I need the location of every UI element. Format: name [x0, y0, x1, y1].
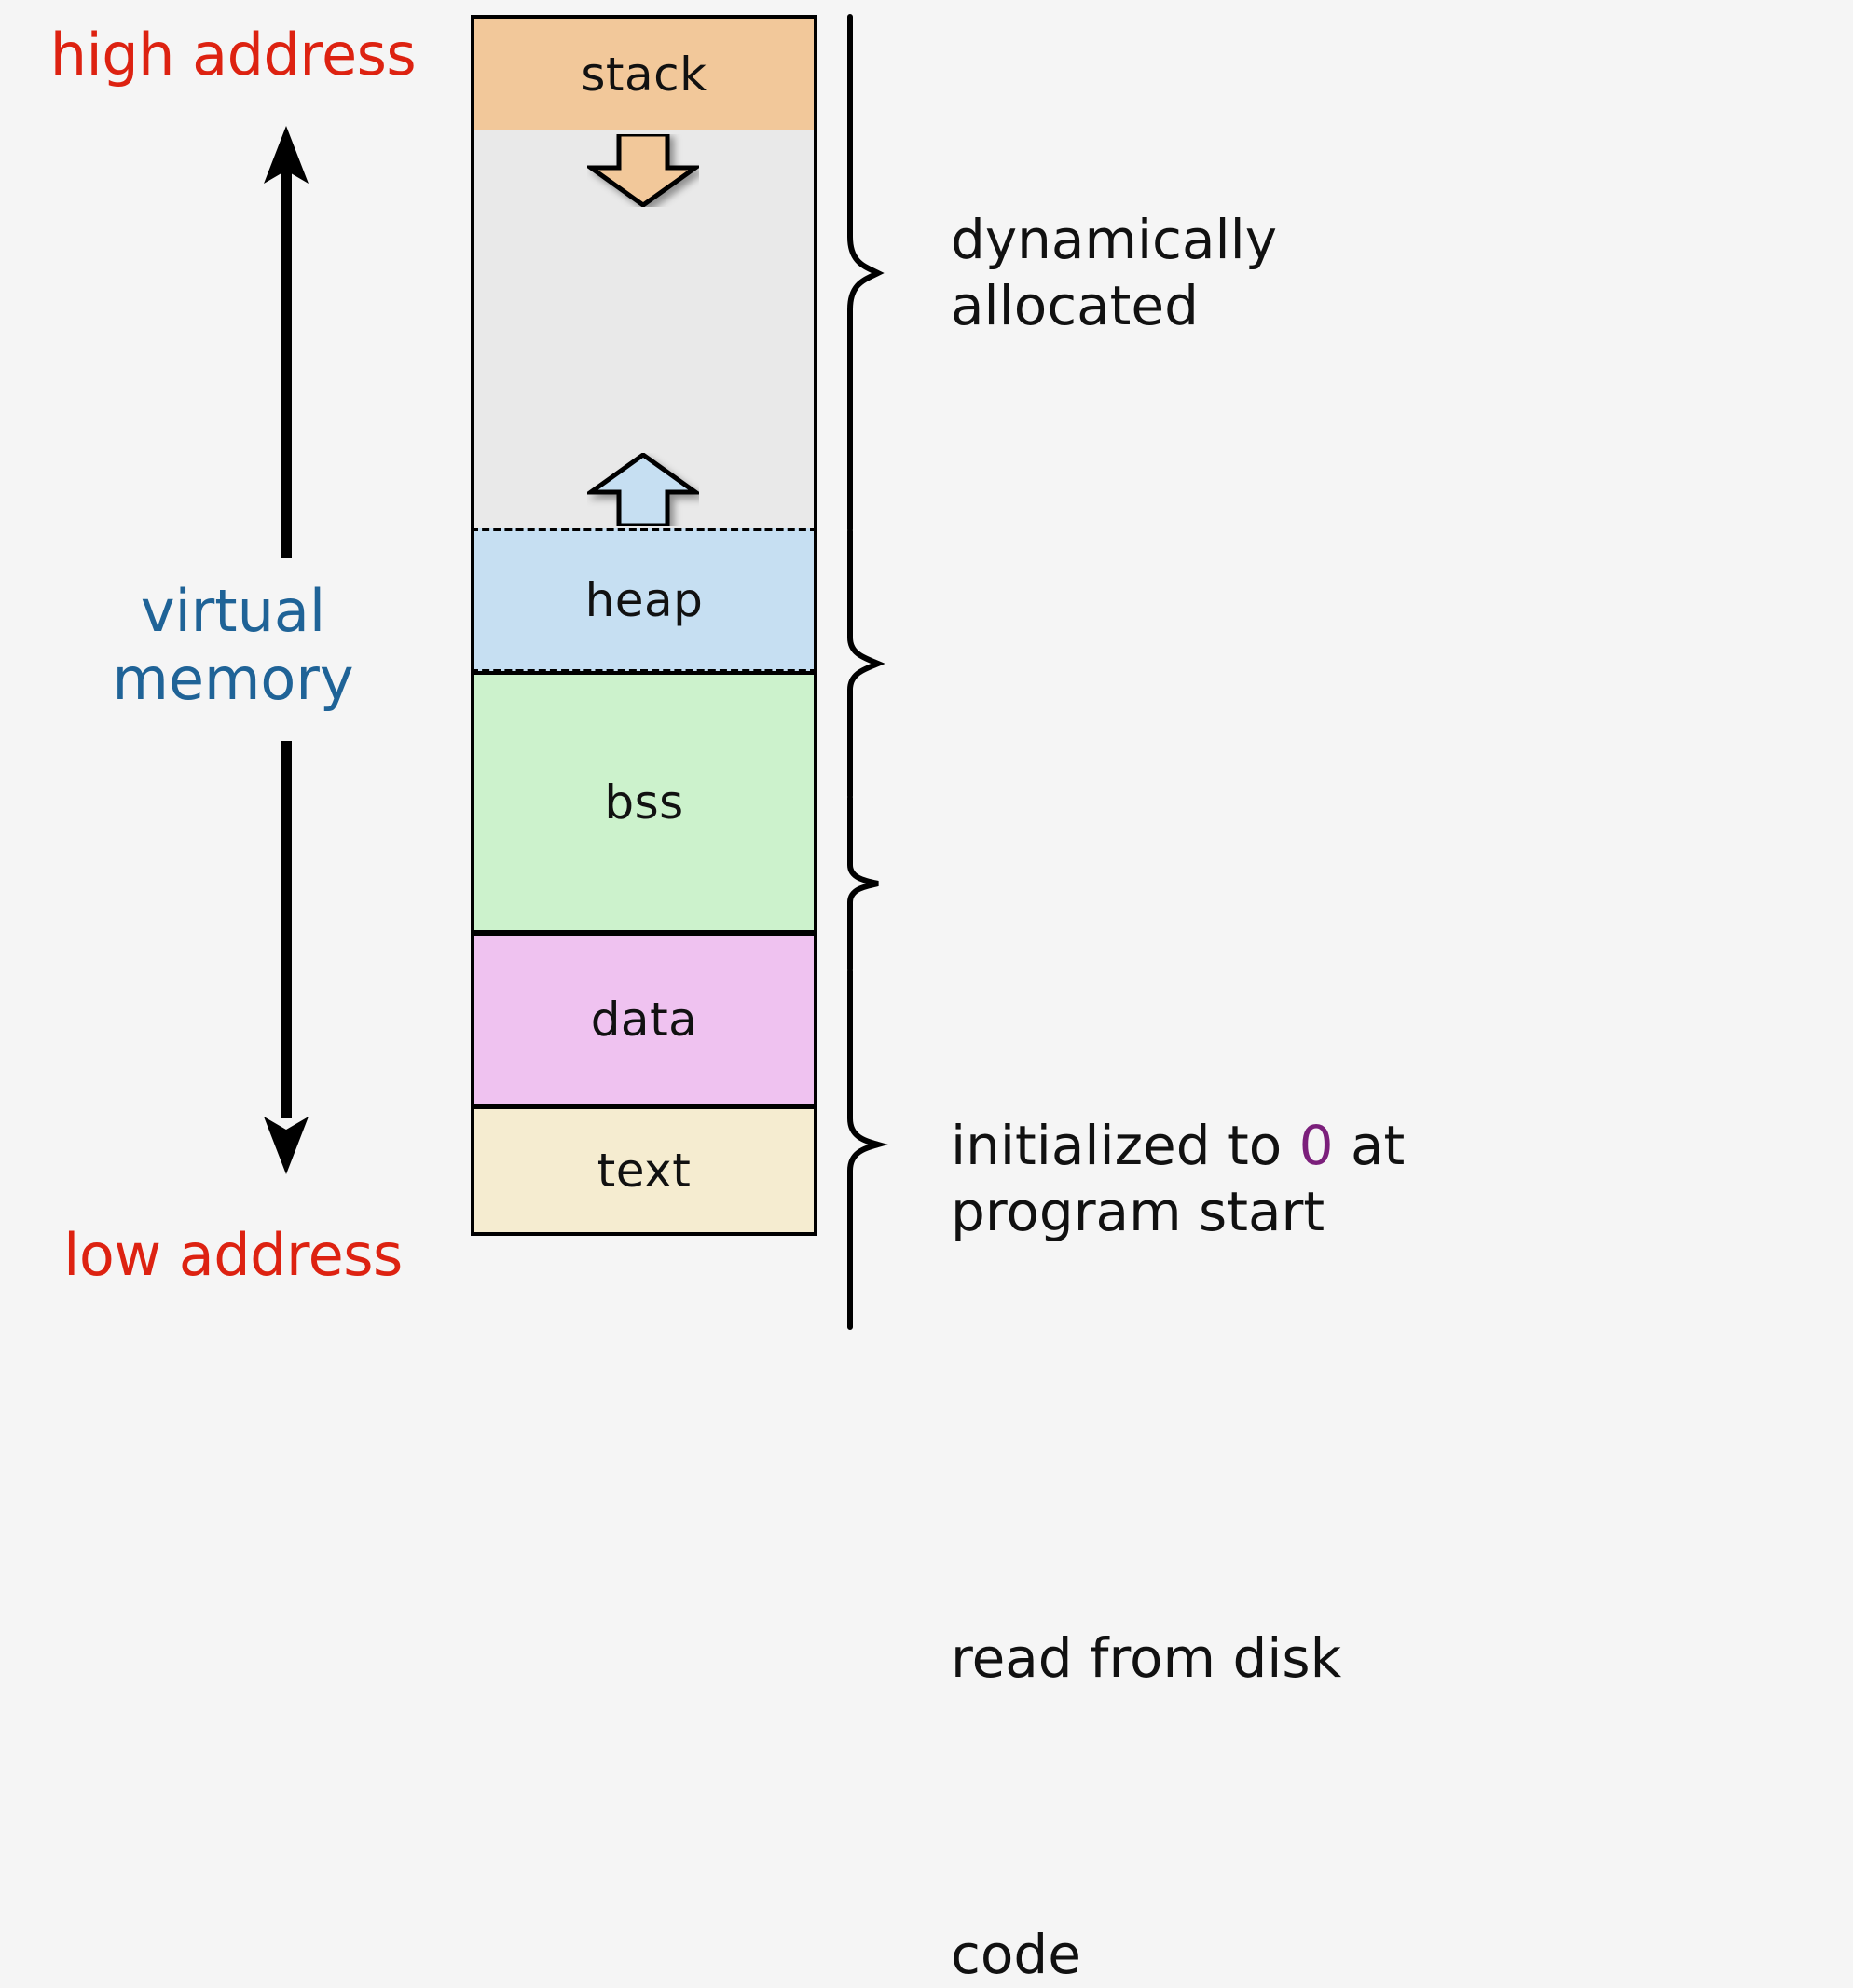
memory-block-bss: bss — [471, 671, 817, 934]
memory-block-stack: stack — [471, 15, 817, 134]
annotation-initialized-to-zero: initialized to 0 at program start — [830, 528, 1405, 1243]
annotation-line: read from disk — [951, 1626, 1342, 1690]
annotation-code-text: code — [951, 1922, 1081, 1988]
address-axis-column: high address virtual memory low address — [0, 0, 466, 1342]
low-address-label: low address — [63, 1221, 403, 1289]
memory-block-heap: heap — [471, 528, 817, 673]
annotation-code: code — [830, 967, 1081, 1986]
memory-block-text-label: text — [597, 1144, 692, 1198]
memory-block-heap-label: heap — [584, 573, 704, 627]
curly-brace-initialized-to-zero-icon — [847, 528, 885, 799]
annotation-zero-value: 0 — [1298, 1114, 1334, 1177]
memory-block-unallocated-gap — [471, 130, 817, 531]
memory-block-data-label: data — [590, 993, 698, 1047]
curly-brace-dynamically-allocated-icon — [847, 14, 885, 532]
virtual-memory-label: virtual memory — [0, 577, 466, 713]
high-address-label: high address — [49, 21, 417, 89]
memory-block-stack-label: stack — [581, 48, 707, 102]
memory-block-text: text — [471, 1105, 817, 1236]
annotation-dynamically-allocated: dynamically allocated — [830, 13, 1277, 533]
memory-block-bss-label: bss — [604, 775, 684, 829]
memory-block-data: data — [471, 932, 817, 1107]
annotation-line-2: program start — [951, 1179, 1325, 1243]
annotation-read-from-disk: read from disk — [830, 794, 1341, 1690]
curly-brace-code-icon — [847, 968, 888, 1330]
annotation-line: allocated — [951, 273, 1199, 337]
annotation-read-from-disk-text: read from disk — [951, 1625, 1341, 1692]
annotation-text-before-zero: initialized to — [951, 1114, 1299, 1177]
virtual-memory-line-2: memory — [112, 644, 354, 713]
annotation-line: code — [951, 1923, 1081, 1986]
annotation-line: dynamically — [951, 208, 1278, 271]
annotation-initialized-to-zero-text: initialized to 0 at program start — [951, 1113, 1405, 1245]
curly-brace-read-from-disk-icon — [847, 795, 879, 972]
virtual-memory-range-arrow — [264, 126, 309, 1174]
annotation-line-1: initialized to 0 at — [951, 1113, 1405, 1179]
annotation-dynamically-allocated-text: dynamically allocated — [951, 207, 1277, 339]
annotations-column: dynamically allocated initialized to 0 a… — [830, 0, 1853, 1986]
memory-layout-diagram: stack heap bss data text — [471, 15, 817, 1329]
virtual-memory-line-1: virtual — [140, 577, 326, 645]
annotation-text-after-zero: at — [1333, 1114, 1406, 1177]
